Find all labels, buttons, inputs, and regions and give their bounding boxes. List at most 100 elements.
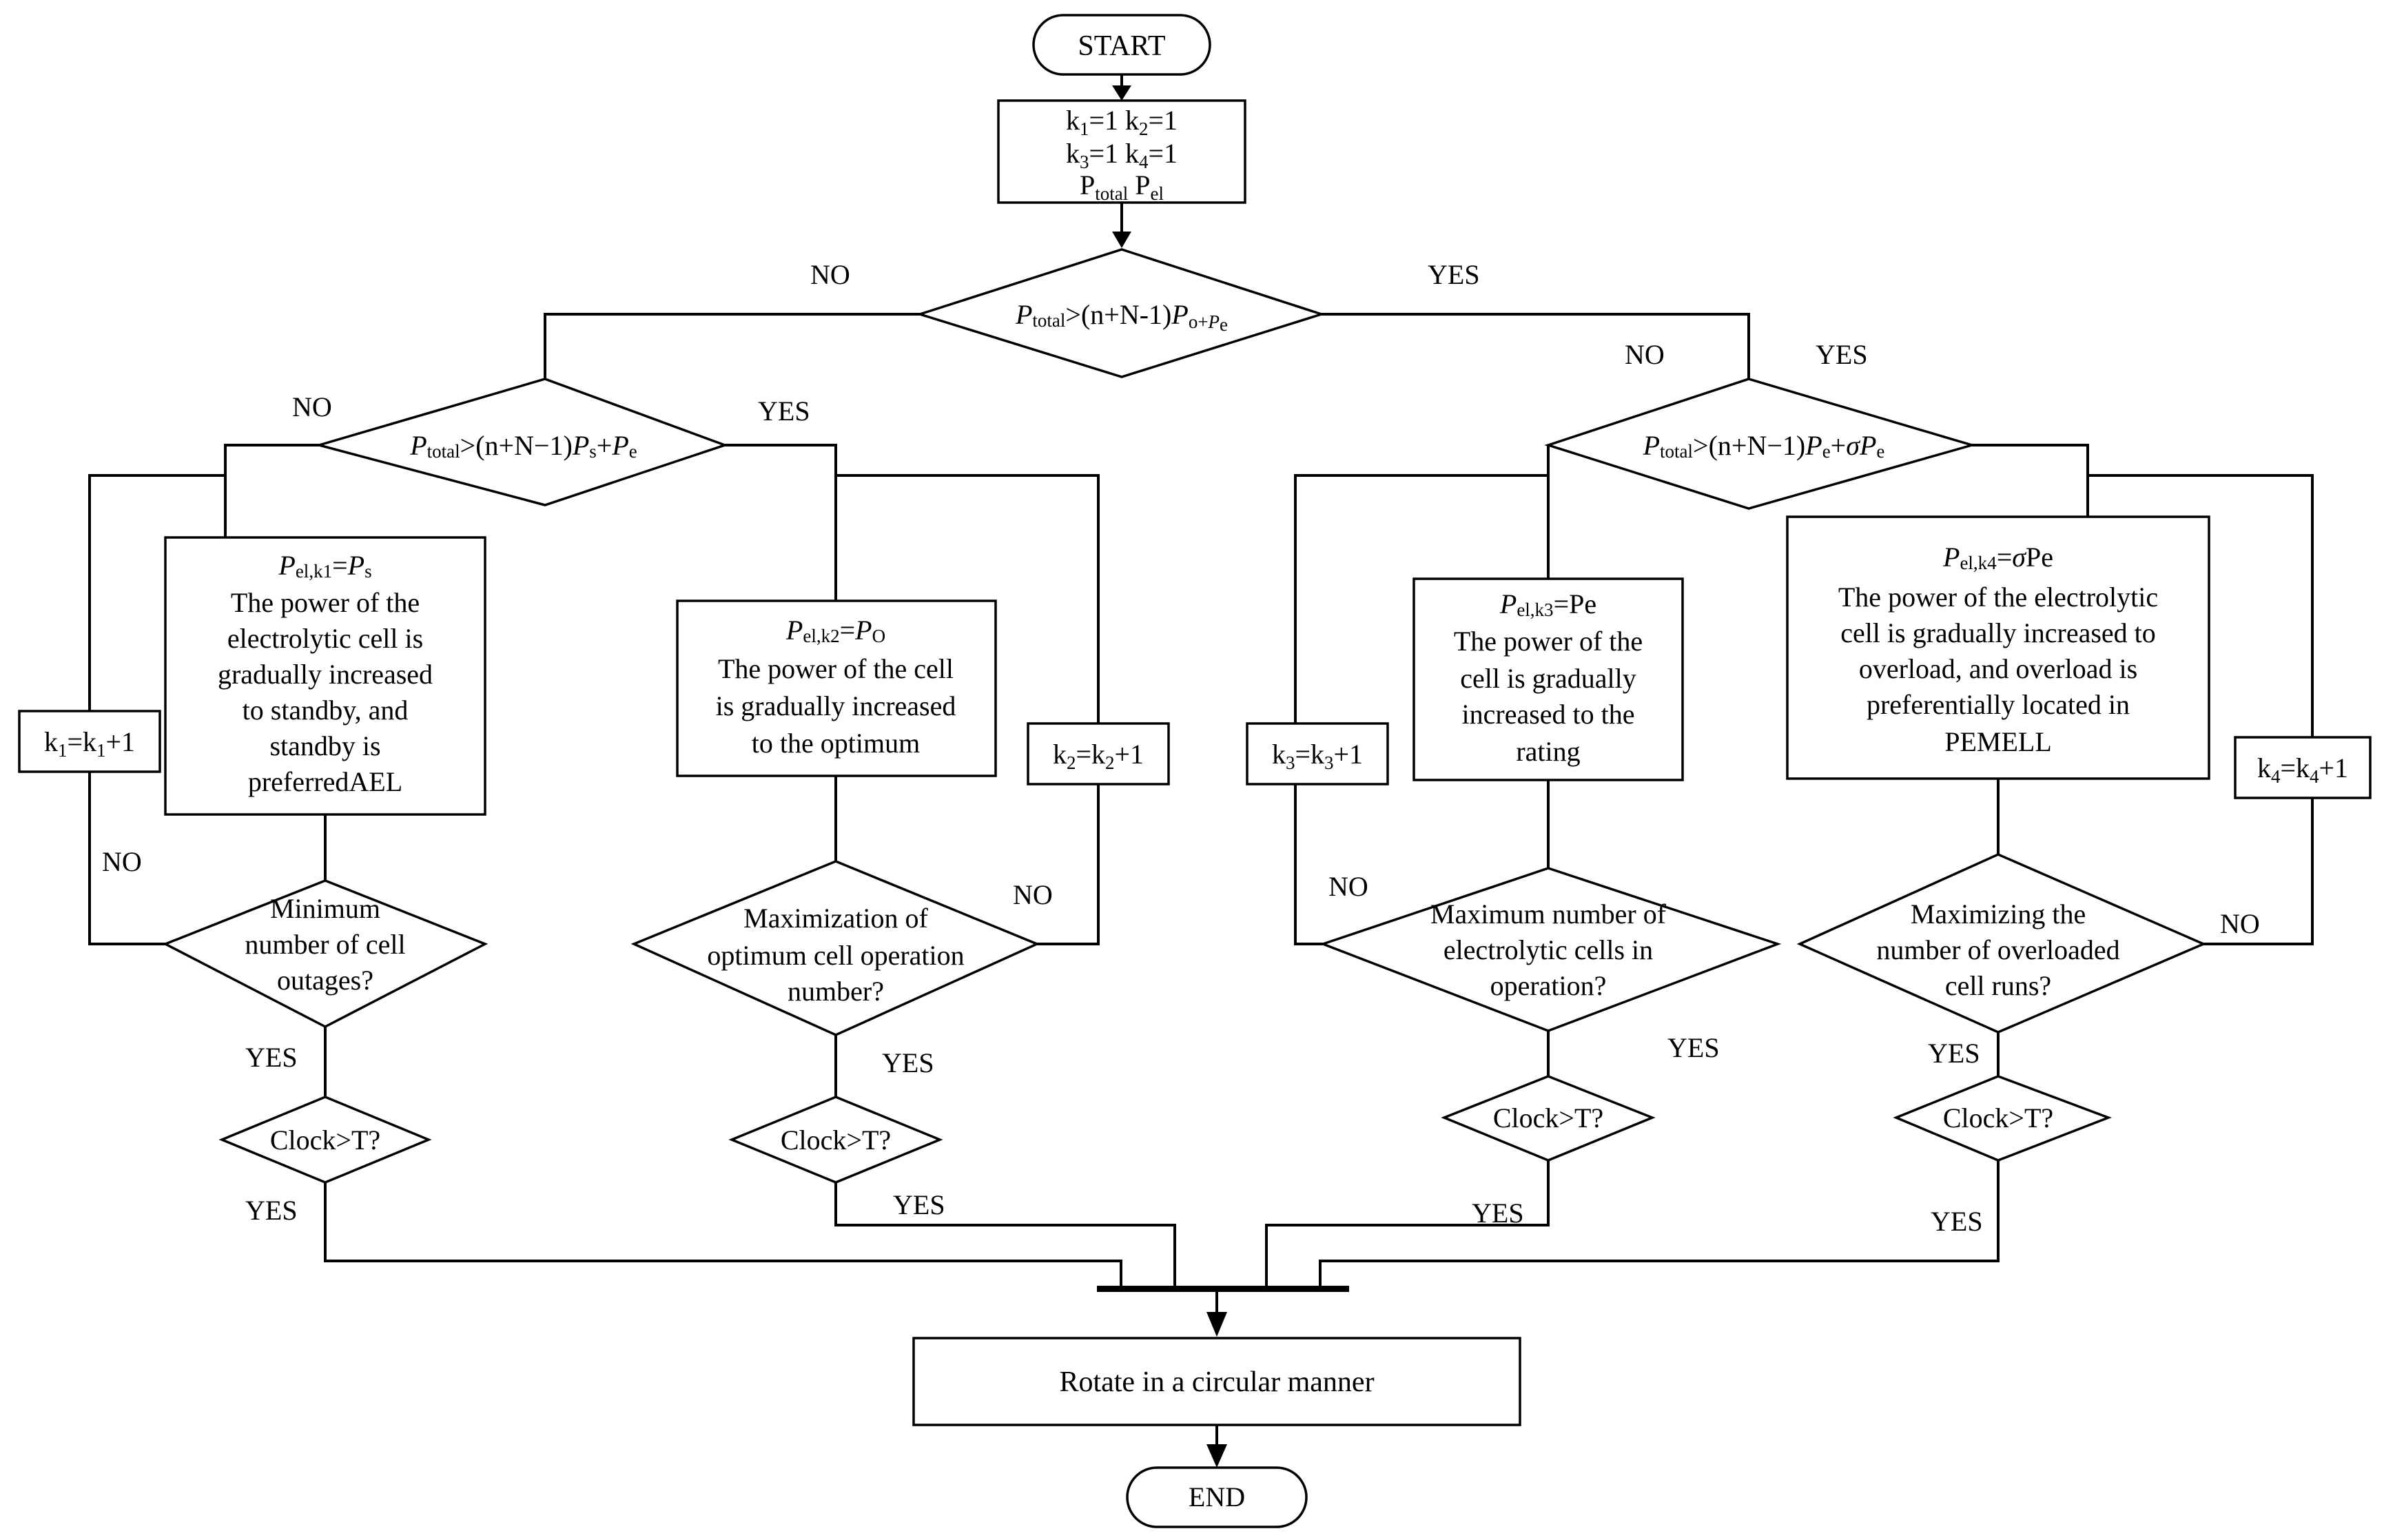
counter-k4-text: k4=k4+1 <box>2257 752 2348 787</box>
init-line-3: Ptotal Pel <box>1080 170 1164 204</box>
box1-line: preferredAEL <box>248 766 402 797</box>
box1-line: gradually increased <box>218 659 433 690</box>
connector <box>1265 1160 1550 1289</box>
check-4-line: cell runs? <box>1945 970 2051 1001</box>
connector <box>1322 313 1750 382</box>
check-diamond-1 <box>162 879 489 1028</box>
rotate-label: Rotate in a circular manner <box>1059 1366 1374 1398</box>
decision-top-text: Ptotal>(n+N-1)Po+Pe <box>1015 299 1228 335</box>
box4-heading: Pel,k4=σPe <box>1942 542 2053 573</box>
clock-3-label: Clock>T? <box>1493 1102 1603 1133</box>
arrowhead <box>1112 232 1131 248</box>
box2-heading: Pel,k2=PO <box>785 615 885 646</box>
clock-4-yes: YES <box>1931 1206 1983 1237</box>
clock-diamond-4 <box>1893 1075 2112 1162</box>
start-label: START <box>1078 30 1165 62</box>
loop-connector <box>2088 474 2314 945</box>
box4-line: PEMELL <box>1944 726 2052 757</box>
arrowhead <box>1206 1312 1227 1337</box>
box3-line: cell is gradually <box>1460 663 1636 694</box>
rotate-box <box>912 1337 1521 1426</box>
clock-1-yes: YES <box>245 1195 298 1226</box>
check-4-line: Maximizing the <box>1911 899 2086 930</box>
box3-heading: Pel,k3=Pe <box>1499 588 1596 620</box>
arrowhead <box>1206 1444 1227 1468</box>
clock-3-yes: YES <box>1472 1198 1524 1229</box>
box4-line: overload, and overload is <box>1859 653 2137 684</box>
decision-top-yes: YES <box>1428 259 1480 290</box>
clock-diamond-3 <box>1441 1075 1656 1162</box>
arrowhead <box>1112 85 1131 101</box>
box4-line: cell is gradually increased to <box>1840 617 2156 648</box>
box3-line: increased to the <box>1462 699 1635 730</box>
check-3-no: NO <box>1328 871 1368 902</box>
connector <box>544 313 920 382</box>
box1-line: electrolytic cell is <box>227 623 423 654</box>
decision-left-no: NO <box>292 391 332 422</box>
clock-2-yes: YES <box>893 1189 945 1220</box>
check-2-line: number? <box>788 976 884 1007</box>
counter-k3 <box>1246 722 1389 786</box>
box4-line: The power of the electrolytic <box>1838 582 2158 613</box>
check-diamond-4 <box>1796 853 2207 1034</box>
check-diamond-2 <box>630 860 1040 1036</box>
check-1-yes: YES <box>245 1042 298 1073</box>
box3-line: The power of the <box>1454 626 1643 657</box>
box1-line: standby is <box>269 730 380 761</box>
check-4-no: NO <box>2220 908 2260 939</box>
check-2-yes: YES <box>882 1047 934 1078</box>
decision-top-no: NO <box>810 259 850 290</box>
clock-1-label: Clock>T? <box>270 1125 380 1156</box>
box2-line: is gradually increased <box>716 690 956 721</box>
clock-diamond-1 <box>218 1096 432 1184</box>
connector <box>725 444 837 601</box>
counter-k1-text: k1=k1+1 <box>44 726 135 761</box>
check-4-yes: YES <box>1928 1038 1980 1069</box>
counter-k2-text: k2=k2+1 <box>1053 739 1144 773</box>
counter-k1 <box>18 710 161 773</box>
end-label: END <box>1189 1481 1245 1512</box>
check-1-no: NO <box>102 846 142 877</box>
box4-line: preferentially located in <box>1867 689 2130 720</box>
init-box <box>997 99 1246 204</box>
box2-line: to the optimum <box>752 728 920 759</box>
end-terminal <box>1126 1466 1308 1528</box>
connector <box>224 444 319 537</box>
process-box-3 <box>1412 577 1684 781</box>
check-3-line: electrolytic cells in <box>1443 934 1653 965</box>
box1-line: to standby, and <box>243 695 409 726</box>
box1-line: The power of the <box>231 587 420 618</box>
decision-left-yes: YES <box>758 396 810 427</box>
check-3-line: Maximum number of <box>1430 899 1667 930</box>
clock-diamond-2 <box>728 1096 943 1184</box>
check-1-line: Minimum <box>270 893 380 924</box>
loop-connector <box>1294 474 1548 945</box>
check-1-line: number of cell <box>245 929 405 960</box>
check-1-line: outages? <box>277 965 373 996</box>
init-line-1: k1=1 k2=1 <box>1066 105 1178 139</box>
clock-2-label: Clock>T? <box>781 1125 891 1156</box>
decision-right-no: NO <box>1625 339 1665 370</box>
counter-k2 <box>1027 722 1170 786</box>
loop-connector <box>88 474 225 945</box>
check-4-line: number of overloaded <box>1876 934 2119 965</box>
check-2-line: optimum cell operation <box>707 940 964 971</box>
counter-k3-text: k3=k3+1 <box>1272 739 1363 773</box>
connector <box>324 1182 1122 1289</box>
process-box-4 <box>1786 515 2210 780</box>
decision-right-yes: YES <box>1816 339 1868 370</box>
box3-line: rating <box>1516 736 1580 767</box>
clock-4-label: Clock>T? <box>1943 1102 2053 1133</box>
init-line-2: k3=1 k4=1 <box>1066 138 1178 172</box>
decision-right-text: Ptotal>(n+N−1)Pe+σPe <box>1643 430 1885 462</box>
check-2-no: NO <box>1013 879 1053 910</box>
loop-connector <box>836 474 1100 945</box>
merge-bar <box>1097 1286 1349 1292</box>
connector <box>834 1182 1176 1289</box>
decision-left-text: Ptotal>(n+N−1)Ps+Pe <box>409 430 637 462</box>
check-2-line: Maximization of <box>743 903 928 934</box>
box1-heading: Pel,k1=Ps <box>278 550 371 582</box>
check-3-line: operation? <box>1490 970 1607 1001</box>
box2-line: The power of the cell <box>718 653 954 684</box>
